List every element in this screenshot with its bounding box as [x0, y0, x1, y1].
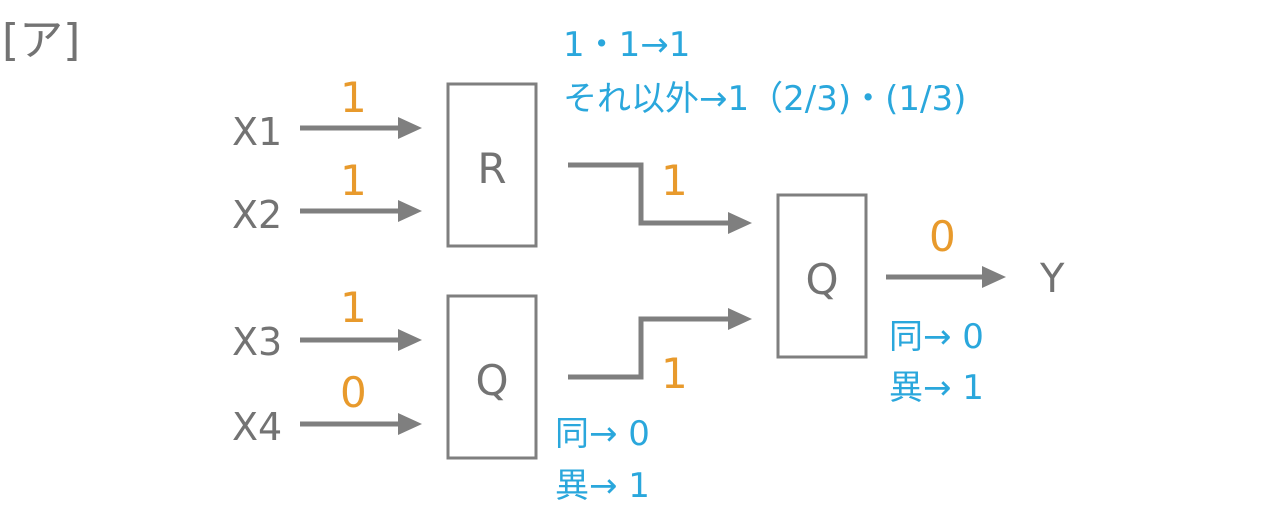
input-x1-value: 1: [340, 73, 367, 122]
r-rule-line1: 1・1→1: [563, 25, 690, 65]
diagram-label: [ア]: [2, 15, 80, 66]
output-value: 0: [929, 212, 956, 261]
gate-q-lower-box: [446, 294, 538, 460]
input-x4-label: X4: [232, 405, 282, 449]
wire-r-to-final: [568, 162, 752, 234]
input-x3-arrow: [300, 329, 422, 351]
input-x4-value: 0: [340, 368, 367, 417]
input-x3-label: X3: [232, 320, 282, 364]
lower-intermediate-value: 1: [661, 349, 688, 398]
gate-q-lower-rule-diff: 異→ 1: [555, 466, 650, 506]
input-x2-label: X2: [232, 193, 282, 237]
gate-q-lower-rule-same: 同→ 0: [555, 414, 650, 454]
gate-q-lower-label: Q: [475, 356, 508, 405]
r-rule-line2: それ以外→1（2/3)・(1/3): [563, 79, 966, 119]
output-label: Y: [1039, 256, 1065, 302]
gate-q-final-rule-diff: 異→ 1: [889, 368, 984, 408]
input-x2-arrow: [300, 200, 422, 222]
gate-q-final-box: [776, 193, 868, 359]
gate-q-final-label: Q: [805, 255, 838, 304]
gate-r-box: [446, 82, 538, 248]
gate-r-label: R: [477, 144, 506, 193]
input-x2-value: 1: [340, 156, 367, 205]
input-x3-value: 1: [340, 283, 367, 332]
wire-q-to-final: [568, 308, 752, 380]
input-x4-arrow: [300, 413, 422, 435]
output-arrow: [886, 266, 1006, 288]
upper-intermediate-value: 1: [661, 156, 688, 205]
input-x1-label: X1: [232, 110, 282, 154]
gate-q-final-rule-same: 同→ 0: [889, 317, 984, 357]
input-x1-arrow: [300, 117, 422, 139]
